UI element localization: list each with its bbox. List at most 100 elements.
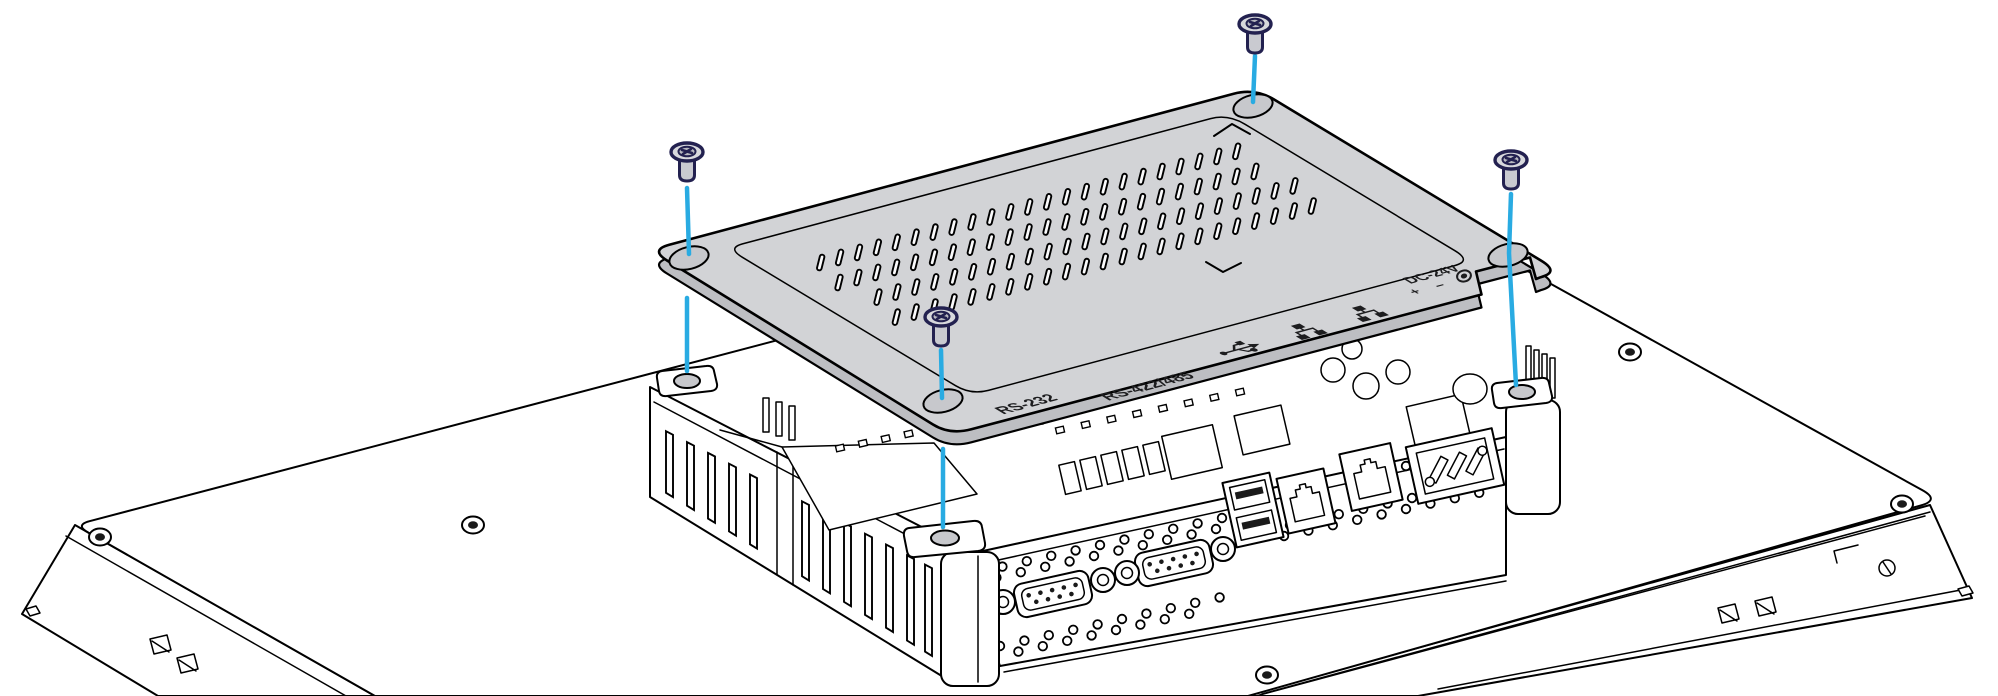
dc-plus: + bbox=[1404, 286, 1426, 296]
corner-post-front bbox=[940, 551, 1000, 687]
screw-left bbox=[669, 141, 705, 183]
perforation-hole bbox=[1192, 518, 1203, 529]
vent-slot bbox=[891, 233, 901, 252]
lan-port-2 bbox=[1338, 442, 1404, 512]
vent-slot bbox=[853, 243, 864, 262]
vent-slot bbox=[929, 223, 939, 241]
chassis-vent-slats bbox=[665, 429, 933, 658]
vent-slot bbox=[1269, 207, 1280, 225]
vent-slot bbox=[1005, 278, 1015, 296]
vent-slot bbox=[1005, 252, 1016, 271]
smd-part bbox=[1080, 419, 1092, 430]
mounting-slots-right bbox=[1717, 596, 1777, 624]
vent-slot bbox=[1099, 252, 1109, 271]
corner-lug-front bbox=[902, 519, 987, 559]
vent-slot bbox=[1080, 182, 1091, 201]
vent-slot bbox=[1250, 162, 1260, 181]
perforation-hole bbox=[1045, 550, 1057, 562]
power-connector bbox=[1404, 427, 1506, 505]
vent-slot bbox=[1137, 167, 1147, 186]
perforation-hole bbox=[1043, 630, 1055, 641]
vent-slat bbox=[728, 462, 737, 538]
vent-slat bbox=[906, 553, 915, 647]
perforation-hole bbox=[1094, 539, 1106, 551]
panel-screws bbox=[88, 342, 1914, 685]
panel-screw bbox=[461, 515, 485, 535]
vent-slot bbox=[834, 273, 844, 292]
vent-slot bbox=[1061, 213, 1071, 231]
vent-slot bbox=[910, 303, 920, 321]
vent-slot bbox=[1042, 267, 1053, 286]
smd-part bbox=[903, 429, 915, 439]
vent-slot bbox=[1157, 212, 1167, 231]
perforation-hole bbox=[1216, 512, 1228, 524]
perforation-hole bbox=[1165, 603, 1177, 614]
vent-slot bbox=[930, 273, 940, 291]
guide-lines-upper bbox=[684, 53, 1519, 401]
vent-slat bbox=[924, 563, 933, 658]
vent-slot bbox=[1289, 177, 1299, 195]
vent-slot bbox=[1251, 187, 1261, 205]
vent-slot bbox=[1081, 232, 1091, 251]
vent-slot bbox=[1100, 227, 1110, 246]
vent-slot bbox=[1062, 237, 1072, 256]
perforation-hole bbox=[1113, 545, 1124, 556]
vent-slot bbox=[948, 218, 958, 236]
vent-slot bbox=[891, 308, 901, 326]
corner-post-right bbox=[1505, 399, 1561, 515]
vent-slot bbox=[873, 288, 883, 306]
vent-slot bbox=[911, 278, 921, 296]
perforation-hole bbox=[1351, 514, 1363, 526]
corner-lug-right bbox=[1490, 376, 1554, 410]
vent-slot bbox=[1136, 192, 1147, 211]
vent-slot bbox=[1231, 167, 1241, 186]
vent-slat bbox=[749, 472, 758, 551]
vent-slat bbox=[885, 542, 894, 634]
ground-icon bbox=[1456, 269, 1472, 283]
panel-screw-center bbox=[1262, 671, 1272, 679]
vent-slot bbox=[1194, 152, 1204, 171]
display-bezel-left bbox=[21, 524, 376, 696]
vent-slot bbox=[986, 208, 996, 226]
pcb-modules bbox=[1160, 393, 1471, 481]
vent-slot bbox=[1155, 187, 1166, 206]
vent-slot bbox=[1175, 157, 1185, 176]
guide-line-left-upper bbox=[684, 185, 692, 257]
perforation-hole bbox=[1210, 523, 1222, 535]
chassis-left-wall bbox=[649, 386, 946, 679]
vent-slot bbox=[909, 253, 920, 272]
vent-slot bbox=[1119, 222, 1129, 241]
vent-slot bbox=[853, 268, 863, 287]
vent-slot bbox=[1288, 202, 1299, 220]
vent-slot bbox=[928, 248, 939, 267]
vent-slot bbox=[1213, 147, 1223, 166]
cover-screws bbox=[669, 13, 1529, 348]
vent-slot bbox=[892, 283, 902, 301]
perforation-hole bbox=[1061, 635, 1073, 647]
perforation-hole bbox=[1037, 641, 1049, 652]
perforation-hole bbox=[1161, 534, 1173, 546]
perforation-hole bbox=[1141, 608, 1152, 619]
perforation-hole bbox=[1021, 556, 1033, 567]
smd-part bbox=[1157, 403, 1169, 413]
serial-port-rs422-485 bbox=[1114, 536, 1236, 588]
lan-port-1 bbox=[1275, 467, 1337, 535]
vent-slot bbox=[891, 258, 901, 277]
perforation-hole bbox=[1092, 619, 1103, 630]
smd-part bbox=[1208, 392, 1220, 403]
vent-slat bbox=[801, 499, 810, 583]
corner-lug-left bbox=[655, 364, 719, 398]
vent-slot bbox=[1023, 223, 1033, 241]
vent-slot bbox=[1138, 217, 1148, 236]
vent-slot bbox=[1175, 232, 1185, 251]
vent-slat bbox=[707, 451, 716, 525]
panel-screw bbox=[1255, 665, 1279, 685]
vent-slat bbox=[864, 532, 873, 621]
cover-screw-hole-top bbox=[1232, 93, 1274, 119]
vent-slot bbox=[872, 238, 883, 257]
panel-screw-center bbox=[95, 533, 105, 541]
vent-slot bbox=[1156, 237, 1166, 256]
perforation-hole bbox=[1214, 592, 1225, 603]
vent-slot bbox=[816, 253, 826, 272]
